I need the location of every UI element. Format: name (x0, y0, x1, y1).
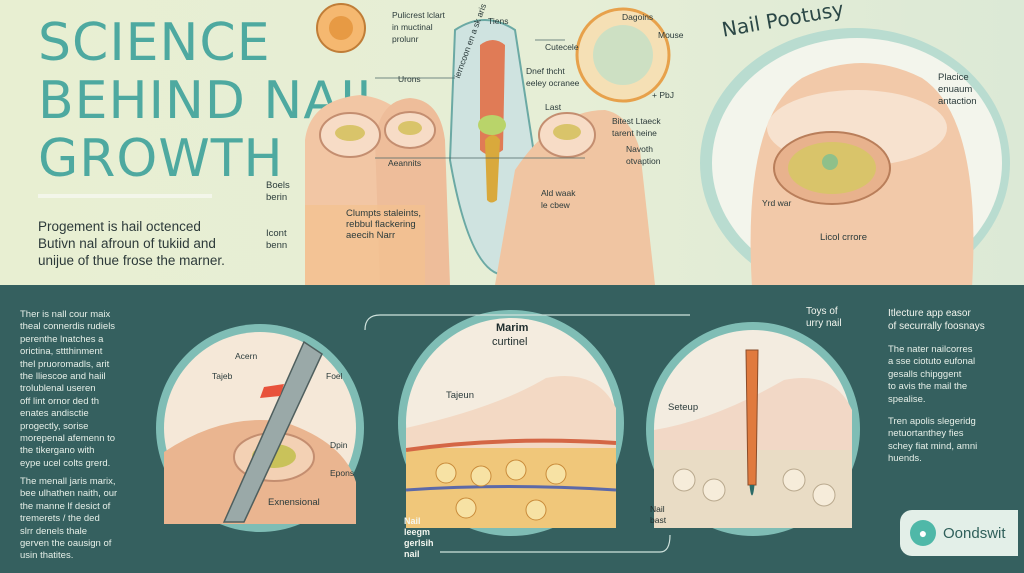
panel-2-vessel-red (406, 438, 616, 452)
porosity-placice-2: enuaum (938, 84, 973, 95)
porosity-placice-1: Placice (938, 72, 969, 83)
panel-3-illustration (654, 349, 852, 528)
right-paragraph-1: The nater nailcorres a sse ciotuto eufon… (888, 344, 976, 405)
nail-label: Nail leegm gerlsih nail (404, 516, 434, 559)
label-urons: Urons (398, 74, 421, 84)
label-boels-2: berin (266, 192, 288, 203)
label-mouse: Mouse (658, 30, 684, 40)
brand-badge[interactable]: ● Oondswit (900, 510, 1018, 556)
panel-1-illustration (164, 340, 356, 524)
nail-core-left-2 (398, 121, 422, 135)
panel-2-cell-1 (435, 462, 457, 484)
label-clumpts-1: Clumpts staleints, (346, 208, 421, 219)
right-heading: Itlecture app easor of securrally foosna… (888, 308, 985, 332)
panel-1-epons: Epons (330, 468, 355, 478)
finger-illustration (305, 3, 671, 285)
label-icont-1: Icont (266, 228, 287, 239)
label-ald-1: Ald waak (541, 188, 576, 198)
label-tiens: Tiens (488, 16, 509, 26)
finger-right (495, 110, 655, 285)
label-dagoins: Dagoins (622, 12, 654, 22)
title-underline (38, 194, 212, 198)
top-connector-arrow (364, 314, 690, 331)
top-cell-core (329, 16, 353, 40)
connector-arrows (364, 314, 690, 553)
panel-2-title-2: curtinel (492, 336, 528, 348)
panel-3-cell-1 (672, 468, 696, 492)
callout-top-2: in muctinal (392, 22, 433, 32)
bottom-connector-arrow (440, 534, 671, 553)
panel-2-title-1: Marim (496, 322, 529, 334)
tissue-block (305, 205, 425, 285)
intro-line-2: Butivn nal afroun of tukiid and (38, 236, 216, 251)
panel-3-seteup: Seteup (668, 402, 699, 413)
panel-2-vessel-blue (406, 485, 616, 492)
nail-core-left (335, 125, 365, 141)
intro-line-1: Progement is hail octenced (38, 219, 201, 234)
panel-2-cell-3 (505, 459, 527, 481)
left-paragraph-1: Ther is nall cour maix theal connerdis r… (20, 309, 116, 469)
label-cutecele: Cutecele (545, 42, 579, 52)
label-navoth-2: otvaption (626, 156, 661, 166)
panel-1-dpin: Dpin (330, 440, 348, 450)
porosity-dot (822, 154, 838, 170)
right-cell-core (593, 25, 653, 85)
porosity-lical: Licol crrore (820, 232, 867, 243)
panel-1-tool-band (260, 384, 284, 398)
central-nail-root (485, 135, 500, 203)
label-pbe: + PbJ (652, 90, 674, 100)
panel-3-cell-4 (812, 483, 836, 507)
panel-3-shaft (745, 349, 759, 486)
panel-3-root (749, 484, 755, 496)
callout-top-3: prolunr (392, 34, 419, 44)
left-paragraph-2: The menall jaris marix, bee ulhathen nai… (20, 476, 118, 562)
page-title-line-1: SCIENCE (38, 13, 271, 73)
porosity-placice-3: antaction (938, 96, 977, 107)
panel-1-tool (222, 340, 323, 523)
label-bitest-2: tarent heine (612, 128, 657, 138)
label-last: Last (545, 102, 562, 112)
panel-1-foel: Foel (326, 371, 343, 381)
panel-2-cell-4 (545, 463, 567, 485)
panel-2-illustration (406, 376, 616, 528)
panel-2-cell-2 (470, 465, 492, 487)
panel-2-tajeun: Tajeun (446, 390, 474, 401)
nail-core-right (553, 124, 581, 140)
panel-1-tajeb: Tajeb (212, 371, 233, 381)
label-aeannits: Aeannits (388, 158, 422, 168)
porosity-illustration (750, 63, 974, 288)
label-clumpts-3: aeecih Narr (346, 230, 396, 241)
label-bitest-1: Bitest Ltaeck (612, 116, 661, 126)
label-dnef-1: Dnef thcht (526, 66, 565, 76)
brand-logo-icon: ● (910, 520, 936, 546)
label-boels-1: Boels (266, 180, 290, 191)
panel-2-cell-6 (525, 499, 547, 521)
central-nail-matrix (478, 115, 506, 135)
panel-1-acern: Acern (235, 351, 258, 361)
panel-3-nail: Nail (650, 504, 665, 514)
panel-3-cell-2 (702, 478, 726, 502)
brand-name: Oondswit (943, 524, 1006, 542)
panel-3-bast: bast (650, 515, 667, 525)
intro-line-3: unijue of thue frose the marner. (38, 253, 225, 268)
label-clumpts-2: rebbul flackering (346, 219, 416, 230)
panel-1-exnensional: Exnensional (268, 497, 320, 508)
right-paragraph-2: Tren apolis slegeridg netuortanthey fies… (888, 416, 978, 465)
toys-label: Toys of urry nail (806, 306, 842, 329)
panel-2-cell-5 (455, 497, 477, 519)
porosity-yrd-war: Yrd war (762, 198, 792, 208)
label-navoth-1: Navoth (626, 144, 653, 154)
callout-top-1: Pulicrest lclart (392, 10, 445, 20)
label-ald-2: le cbew (541, 200, 570, 210)
panel-3-cell-3 (782, 468, 806, 492)
label-icont-2: benn (266, 240, 288, 251)
page-title-line-3: GROWTH (38, 129, 284, 189)
label-dnef-2: eeley ocranee (526, 78, 580, 88)
